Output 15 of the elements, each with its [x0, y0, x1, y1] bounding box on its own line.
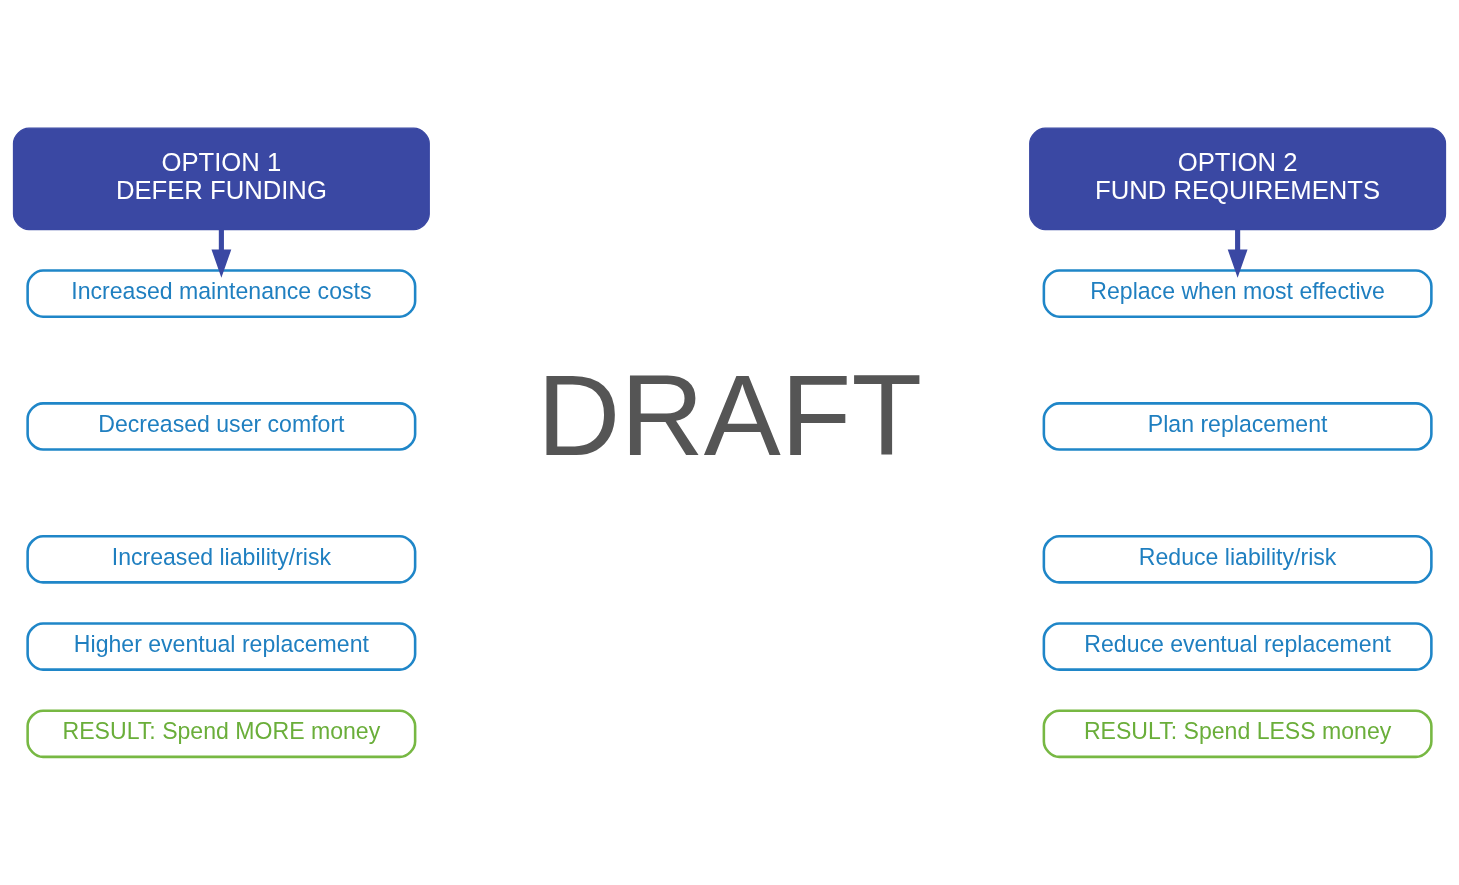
label: DRAFT — [537, 350, 922, 480]
node-box: Increased liability/risk — [26, 534, 417, 584]
arrow — [1227, 229, 1248, 278]
node-box: RESULT: Spend LESS money — [1042, 709, 1433, 759]
node-box: OPTION 1 DEFER FUNDING — [12, 127, 430, 231]
node-box: Higher eventual replacement — [26, 622, 417, 671]
node-box: Increased maintenance costs — [26, 269, 417, 319]
node-box: Plan replacement — [1042, 402, 1433, 451]
node-box: Reduce liability/risk — [1042, 534, 1433, 584]
node-box: Reduce eventual replacement — [1042, 622, 1433, 671]
arrow — [211, 229, 232, 278]
node-box: Decreased user comfort — [26, 402, 417, 451]
node-box: OPTION 2 FUND REQUIREMENTS — [1029, 127, 1447, 231]
node-box: RESULT: Spend MORE money — [26, 709, 417, 759]
node-box: Replace when most effective — [1042, 269, 1433, 319]
